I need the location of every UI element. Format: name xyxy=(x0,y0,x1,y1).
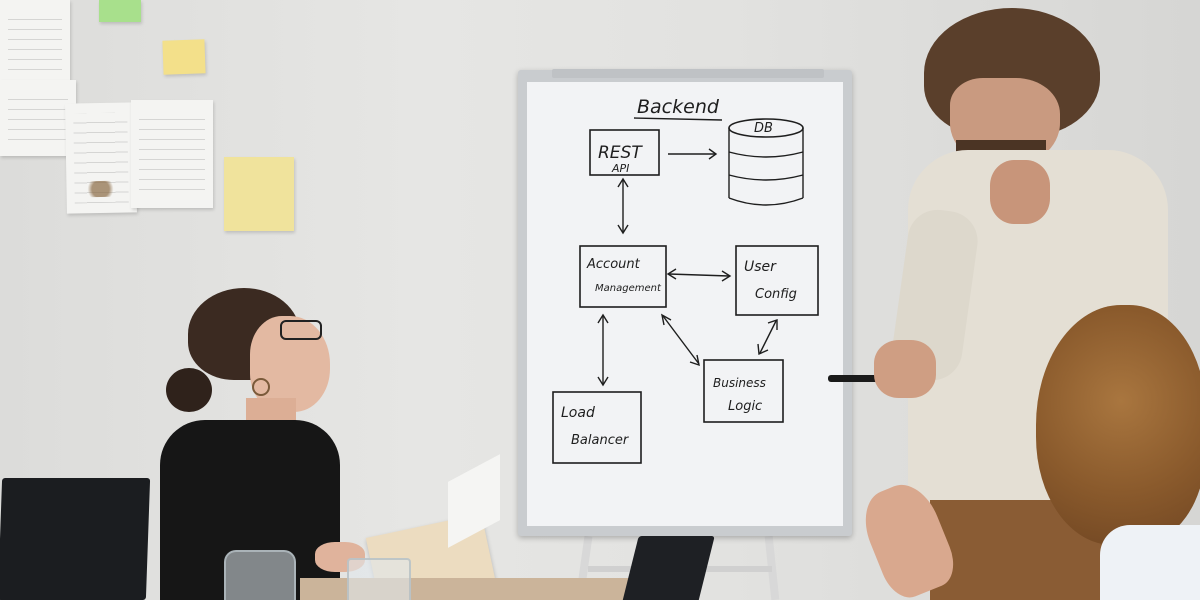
laptop xyxy=(0,478,151,600)
wall-paper-2 xyxy=(0,80,76,156)
arrowhead-ul xyxy=(661,313,672,326)
user-label: User xyxy=(744,259,777,275)
user-config-box xyxy=(735,245,819,316)
arrowhead-up xyxy=(617,177,629,188)
arrow-account-business xyxy=(662,315,700,365)
business-logic-box xyxy=(703,359,784,423)
glass-jug xyxy=(224,550,296,600)
man-hand xyxy=(874,340,936,398)
rest-api-box xyxy=(589,129,660,176)
arrowhead-ur xyxy=(767,319,778,330)
rest-label: REST xyxy=(598,143,643,163)
sticky-note-yellow-large xyxy=(224,157,294,231)
arrowhead-db xyxy=(708,148,718,160)
drinking-glass xyxy=(347,558,411,600)
glasses xyxy=(280,320,322,340)
wall-paper-4 xyxy=(131,100,213,208)
management-label: Management xyxy=(595,283,662,294)
woman-seated xyxy=(150,280,390,600)
arrowhead-up-2 xyxy=(597,313,609,324)
whiteboard-top-clip xyxy=(552,69,824,78)
arrow-userconfig-business xyxy=(759,320,777,354)
arrowhead-dr xyxy=(689,354,700,367)
man-hand-face xyxy=(990,160,1050,224)
arrow-account-userconfig xyxy=(668,273,730,277)
db-cylinder xyxy=(728,118,804,206)
arrowhead-down xyxy=(617,224,629,235)
api-label: API xyxy=(611,162,629,175)
arrowhead-left xyxy=(666,268,677,280)
wall-paper-1 xyxy=(0,0,70,80)
logic-label: Logic xyxy=(728,399,762,414)
earring xyxy=(252,378,270,396)
woman-curly-hair xyxy=(1030,305,1200,600)
marker-pen xyxy=(828,375,888,382)
diagram-title: Backend xyxy=(637,96,720,118)
title-underline xyxy=(633,117,723,121)
hair-bun xyxy=(166,368,212,412)
load-balancer-box xyxy=(552,391,642,464)
arrowhead-down-2 xyxy=(597,376,609,387)
account-label: Account xyxy=(586,257,641,272)
white-top xyxy=(1100,525,1200,600)
load-label: Load xyxy=(561,405,595,421)
business-label: Business xyxy=(713,376,766,390)
arrowhead-right xyxy=(721,270,732,282)
arrowhead-dl xyxy=(757,343,769,356)
balancer-label: Balancer xyxy=(571,433,630,448)
sticky-note-green xyxy=(99,0,141,22)
laptop-small xyxy=(621,536,715,600)
db-label: DB xyxy=(754,121,773,136)
config-label: Config xyxy=(755,287,797,302)
curly-hair xyxy=(1036,305,1200,545)
face xyxy=(250,316,330,412)
account-management-box xyxy=(579,245,667,308)
